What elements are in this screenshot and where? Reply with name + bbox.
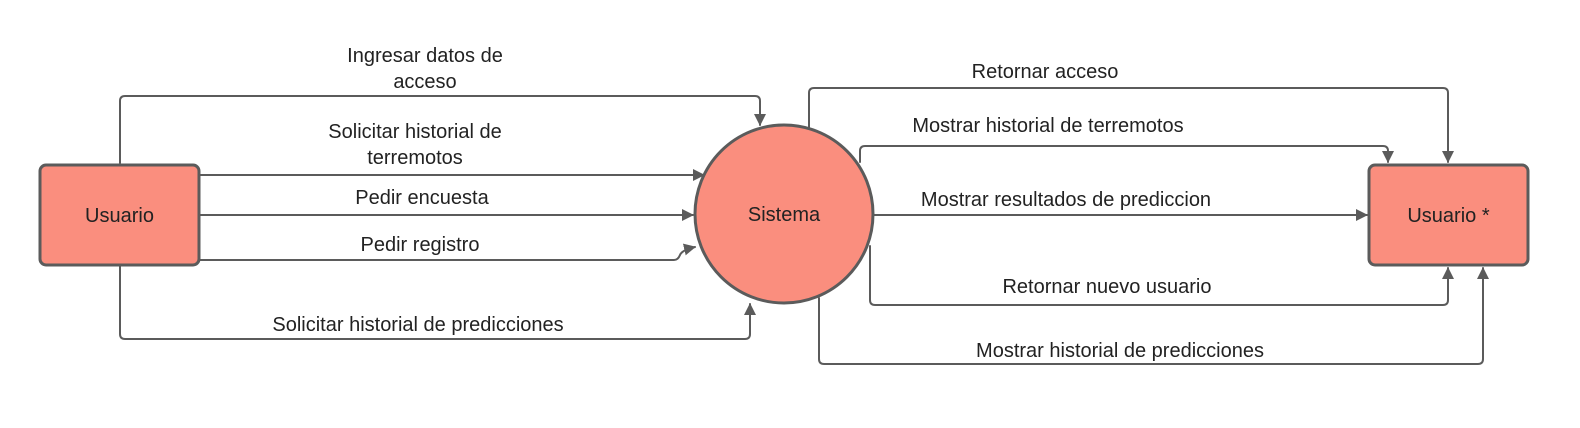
flow-mostrar-historial-predicciones-arrow [818, 267, 1489, 365]
flow-label-ingresar-datos-1: Ingresar datos de [347, 45, 503, 67]
sistema-process-label: Sistema [748, 204, 821, 226]
flow-label-solicitar-terremotos-1: Solicitar historial de [328, 121, 501, 143]
flow-label-mostrar-terremotos: Mostrar historial de terremotos [912, 115, 1183, 137]
usuario-star-entity [1367, 163, 1530, 267]
usuario-entity [38, 163, 201, 267]
flow-label-ingresar-datos-2: acceso [393, 71, 456, 93]
flow-label-solicitar-terremotos-2: terremotos [367, 147, 463, 169]
usuario-star-entity-label: Usuario * [1407, 205, 1489, 227]
flow-label-mostrar-predicciones: Mostrar historial de predicciones [976, 340, 1264, 362]
flow-label-pedir-registro: Pedir registro [361, 234, 480, 256]
flow-solicitar-historial-predicciones-arrow [119, 265, 756, 340]
flow-label-retornar-nuevo-usuario: Retornar nuevo usuario [1002, 276, 1211, 298]
flow-label-mostrar-resultados: Mostrar resultados de prediccion [921, 189, 1211, 211]
flow-retornar-acceso-arrow [808, 87, 1454, 163]
flow-mostrar-historial-terremotos-arrow [859, 145, 1394, 163]
usuario-entity-label: Usuario [85, 205, 154, 227]
flow-label-retornar-acceso: Retornar acceso [972, 61, 1119, 83]
flow-pedir-registro-arrow [199, 243, 696, 261]
flow-label-pedir-encuesta: Pedir encuesta [355, 187, 489, 209]
flow-ingresar-datos-acceso-arrow [119, 95, 766, 164]
flow-retornar-nuevo-usuario-arrow [869, 245, 1454, 306]
sistema-process [693, 123, 875, 305]
flow-label-solicitar-predicciones: Solicitar historial de predicciones [272, 314, 563, 336]
